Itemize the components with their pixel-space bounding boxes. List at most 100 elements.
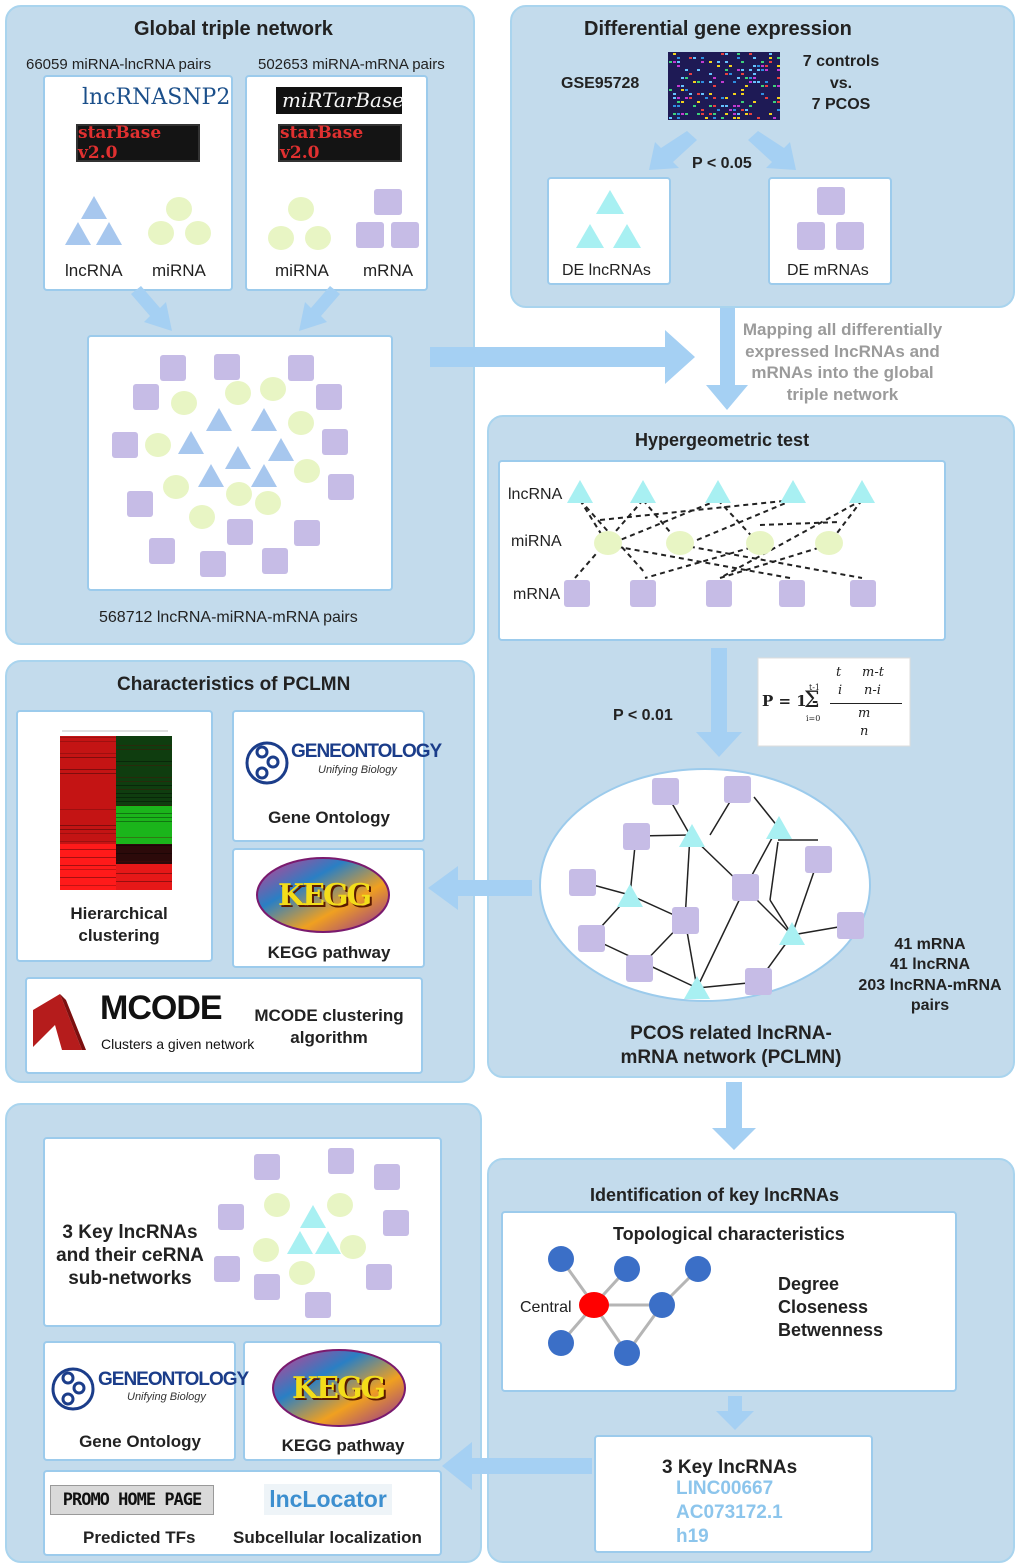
square-icon	[112, 432, 138, 458]
heatmap-cell	[709, 113, 712, 115]
heatmap-stripe	[60, 869, 116, 870]
heatmap-cell	[765, 81, 768, 83]
triangle-icon	[596, 190, 624, 214]
heatmap-cell	[769, 57, 772, 59]
global-network-triangles	[178, 408, 294, 487]
lncrna-label: lncRNA	[65, 261, 123, 280]
arrow-down-topological	[716, 1396, 754, 1430]
heatmap-cell	[777, 57, 780, 59]
pclmn-mrna-nodes	[569, 776, 864, 995]
heatmap-cell	[717, 97, 720, 99]
heatmap-cell	[757, 65, 760, 67]
mrna-icons	[356, 189, 419, 248]
heatmap-cell	[737, 117, 740, 119]
stat-mrna: 41 mRNA	[894, 936, 966, 953]
heatmap-cell	[741, 69, 744, 71]
heatmap-cell	[777, 97, 780, 99]
square-icon	[254, 1154, 280, 1180]
go-logo-subtext: Unifying Biology	[318, 764, 397, 776]
dataset-label: GSE95728	[561, 75, 640, 92]
heatmap-cell	[685, 81, 688, 83]
square-icon	[214, 1256, 240, 1282]
heatmap-cell	[749, 81, 752, 83]
square-icon	[322, 429, 348, 455]
heatmap-cell	[777, 65, 780, 67]
mcode-box	[25, 977, 423, 1074]
formula-sigma: Σ	[804, 688, 820, 713]
triangle-icon	[251, 408, 277, 431]
differential-title: Differential gene expression	[584, 18, 852, 40]
heatmap-cell	[753, 65, 756, 67]
square-icon	[200, 551, 226, 577]
square-icon	[797, 222, 825, 250]
heatmap-cell	[701, 57, 704, 59]
results-go-logo-graphic	[51, 1367, 95, 1411]
heatmap-stripe	[60, 833, 116, 834]
square-icon	[805, 846, 832, 873]
heatmap-stripe	[60, 841, 116, 842]
subnetwork-label-2: and their ceRNA	[56, 1245, 204, 1266]
heatmap-cell	[725, 69, 728, 71]
triangle-icon	[65, 222, 91, 245]
heatmap-cell	[745, 77, 748, 79]
heatmap-cell	[765, 65, 768, 67]
heatmap-cell	[701, 81, 704, 83]
heatmap-cell	[673, 113, 676, 115]
heatmap-cell	[765, 109, 768, 111]
circle-icon	[288, 197, 314, 221]
square-icon	[672, 907, 699, 934]
heatmap-cell	[717, 109, 720, 111]
triangle-icon	[630, 480, 656, 503]
node	[649, 1292, 675, 1318]
circle-icon	[255, 491, 281, 515]
square-icon	[623, 823, 650, 850]
heatmap-cell	[689, 93, 692, 95]
mcode-label-2: algorithm	[290, 1028, 368, 1047]
key-panel-title: Identification of key lncRNAs	[590, 1185, 840, 1205]
heatmap-stripe	[116, 765, 172, 766]
heatmap-cell	[717, 85, 720, 87]
mcode-logo-graphic	[33, 994, 86, 1050]
heatmap-cell	[725, 53, 728, 55]
heatmap-cell	[681, 101, 684, 103]
heatmap-cell	[701, 93, 704, 95]
circle-icon	[288, 411, 314, 435]
mirna-icons	[148, 197, 331, 250]
go-label: Gene Ontology	[268, 808, 390, 827]
heatmap-cell	[757, 69, 760, 71]
heatmap-cell	[701, 113, 704, 115]
heatmap-stripe	[116, 813, 172, 814]
hypergeometric-title: Hypergeometric test	[635, 430, 810, 450]
heatmap-cell	[669, 61, 672, 63]
triangle-icon	[617, 884, 643, 907]
heatmap-stripe	[116, 745, 172, 746]
heatmap-cell	[749, 69, 752, 71]
circle-icon	[148, 221, 174, 245]
binom-c-bottom: n	[860, 724, 869, 739]
pclmn-name-2: mRNA network (PCLMN)	[620, 1047, 842, 1068]
pclmn-name-1: PCOS related lncRNA-	[630, 1023, 832, 1044]
circle-icon	[225, 381, 251, 405]
heatmap-stripe	[116, 781, 172, 782]
heatmap-cell	[741, 101, 744, 103]
triangle-icon	[287, 1231, 313, 1254]
heatmap-cell	[725, 93, 728, 95]
heatmap-cell	[749, 101, 752, 103]
heatmap-cell	[721, 117, 724, 119]
heatmap-cell	[673, 53, 676, 55]
lnclocator-logo: lncLocator	[264, 1484, 392, 1515]
global-network-circles	[145, 377, 320, 529]
promo-logo: PROMO HOME PAGE	[50, 1485, 214, 1515]
triangle-icon	[206, 408, 232, 431]
mapping-note-2: expressed lncRNAs and	[745, 342, 940, 361]
heatmap-cell	[745, 85, 748, 87]
metric-degree: Degree	[778, 1274, 840, 1294]
square-icon	[630, 580, 656, 607]
circle-icon	[189, 505, 215, 529]
heatmap-stripe	[116, 845, 172, 846]
heatmap-cell	[737, 53, 740, 55]
heatmap-stripe	[60, 737, 116, 738]
heatmap-cell	[681, 77, 684, 79]
heatmap-cell	[709, 101, 712, 103]
heatmap-cell	[753, 97, 756, 99]
